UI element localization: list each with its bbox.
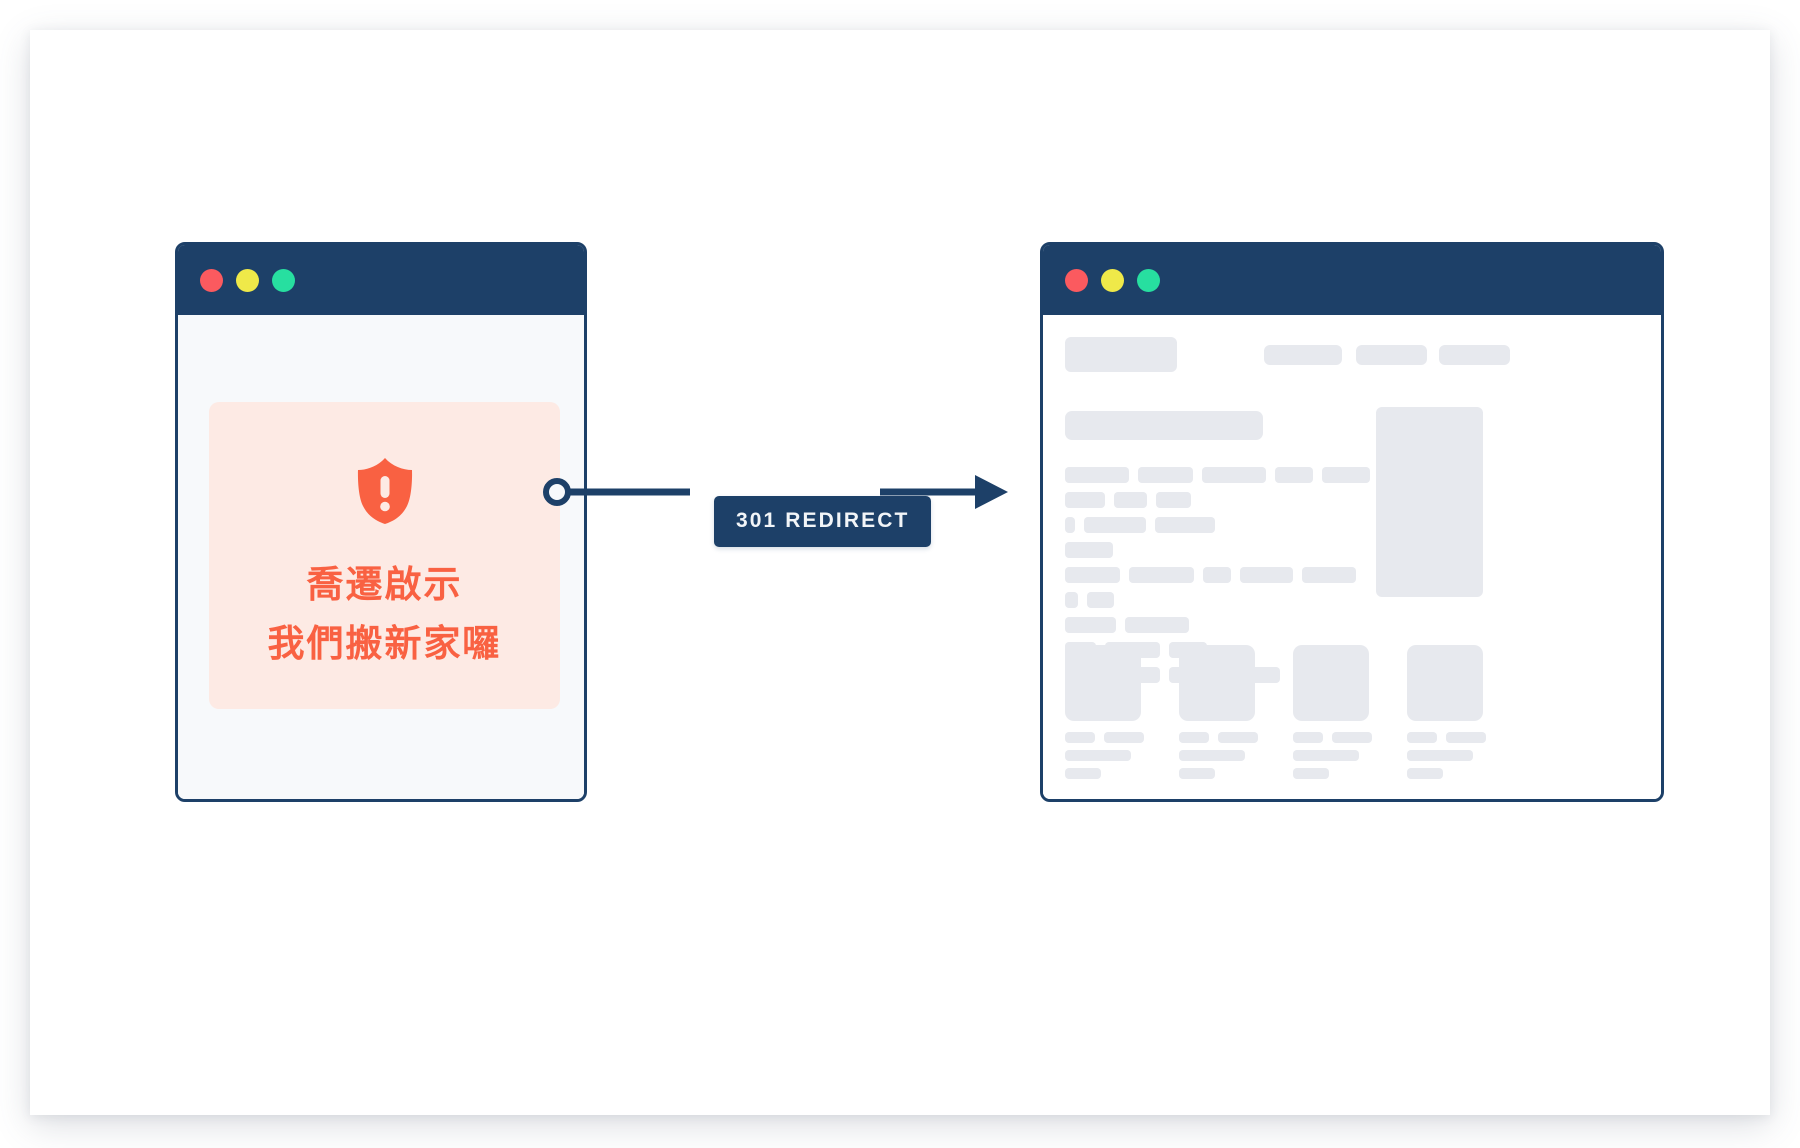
skeleton-text-line-6-1 [1065,592,1078,608]
old-site-browser-window: 喬遷啟示 我們搬新家囉 [175,242,587,802]
skeleton-heading [1065,411,1263,440]
skeleton-text-line-2-1 [1065,492,1105,508]
skeleton-logo [1065,337,1177,372]
skeleton-card-2-caption-3-1 [1179,768,1215,779]
maximize-button-icon[interactable] [272,268,295,292]
skeleton-card-2-caption-2-1 [1179,750,1245,761]
skeleton-text-line-1-1 [1065,467,1129,483]
skeleton-card-2-caption-1-1 [1179,732,1209,743]
old-site-titlebar [178,245,584,315]
skeleton-nav-item-2 [1356,345,1427,365]
skeleton-card-3-caption-1-1 [1293,732,1323,743]
minimize-button-icon[interactable] [1101,268,1124,292]
skeleton-sidebar-card [1376,407,1483,597]
skeleton-card-4-caption-2-1 [1407,750,1473,761]
skeleton-card-4 [1407,645,1483,721]
skeleton-text-line-4-1 [1065,542,1113,558]
skeleton-text-line-3-2 [1084,517,1146,533]
skeleton-card-1-caption-1-2 [1104,732,1144,743]
diagram-card: 喬遷啟示 我們搬新家囉 301 REDIRECT [30,30,1770,1115]
moving-notice-box: 喬遷啟示 我們搬新家囉 [209,402,560,709]
skeleton-text-line-5-5 [1302,567,1356,583]
skeleton-text-line-5-3 [1203,567,1231,583]
skeleton-text-line-1-3 [1202,467,1266,483]
skeleton-text-line-6-2 [1087,592,1114,608]
skeleton-card-3-caption-3-1 [1293,768,1329,779]
skeleton-card-4-caption-1-2 [1446,732,1486,743]
notice-heading-line-1: 喬遷啟示 [306,564,463,605]
skeleton-text-line-5-2 [1129,567,1194,583]
shield-alert-icon [356,458,414,524]
skeleton-card-4-caption-1-1 [1407,732,1437,743]
skeleton-card-2 [1179,645,1255,721]
skeleton-card-1-caption-2-1 [1065,750,1131,761]
skeleton-text-line-2-3 [1156,492,1191,508]
old-site-page-body: 喬遷啟示 我們搬新家囉 [178,315,584,799]
skeleton-text-line-7-2 [1125,617,1189,633]
skeleton-text-line-5-4 [1240,567,1293,583]
close-button-icon[interactable] [200,268,223,292]
new-site-page-body [1043,315,1661,799]
skeleton-text-line-5-1 [1065,567,1120,583]
skeleton-card-1 [1065,645,1141,721]
skeleton-text-line-3-3 [1155,517,1215,533]
skeleton-text-line-2-2 [1114,492,1147,508]
skeleton-card-1-caption-1-1 [1065,732,1095,743]
redirect-label: 301 REDIRECT [714,496,932,547]
skeleton-card-3 [1293,645,1369,721]
skeleton-text-line-1-4 [1275,467,1313,483]
skeleton-text-line-3-1 [1065,517,1075,533]
skeleton-text-line-7-1 [1065,617,1116,633]
notice-heading-line-2: 我們搬新家囉 [267,623,502,664]
skeleton-text-line-1-5 [1322,467,1370,483]
skeleton-card-2-caption-1-2 [1218,732,1258,743]
skeleton-text-line-1-2 [1138,467,1193,483]
skeleton-card-1-caption-3-1 [1065,768,1101,779]
skeleton-card-4-caption-3-1 [1407,768,1443,779]
skeleton-card-3-caption-1-2 [1332,732,1372,743]
close-button-icon[interactable] [1065,268,1088,292]
skeleton-card-3-caption-2-1 [1293,750,1359,761]
new-site-titlebar [1043,245,1661,315]
skeleton-nav-item-3 [1439,345,1510,365]
maximize-button-icon[interactable] [1137,268,1160,292]
skeleton-nav-item-1 [1264,345,1342,365]
minimize-button-icon[interactable] [236,268,259,292]
new-site-browser-window [1040,242,1664,802]
